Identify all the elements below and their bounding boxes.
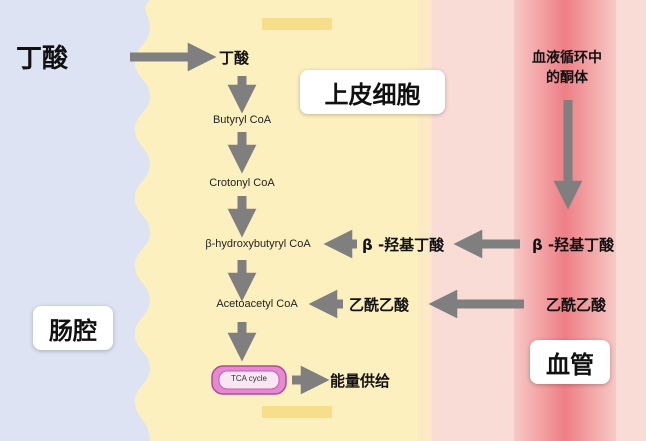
blood-label: 血管 <box>530 340 610 384</box>
lumen-label: 肠腔 <box>33 306 113 350</box>
aca-cell-label: 乙酰乙酸 <box>349 296 410 314</box>
butyryl-coa-label: Butyryl CoA <box>212 114 272 126</box>
butyrate-cell-label: 丁酸 <box>219 49 250 67</box>
junction-bottom <box>262 406 332 418</box>
blood-ketones-label: 血液循环中 的酮体 <box>532 50 602 86</box>
aca-blood-label: 乙酰乙酸 <box>546 296 607 314</box>
epithelium-text: 上皮细胞 <box>324 80 421 109</box>
bhb-blood-label: β -羟基丁酸 <box>532 236 615 254</box>
lumen-text: 肠腔 <box>49 316 97 345</box>
arrows <box>130 42 583 395</box>
acetoacetyl-coa-label: Acetoacetyl CoA <box>216 298 298 310</box>
butyrate-lumen-label: 丁酸 <box>16 44 69 74</box>
hydroxybutyryl-coa-label: β-hydroxybutyryl CoA <box>205 238 311 250</box>
crotonyl-coa-label: Crotonyl CoA <box>209 177 275 189</box>
epithelium-label: 上皮细胞 <box>300 70 445 114</box>
junction-top <box>262 18 332 30</box>
tca-cycle-label: TCA cycle <box>230 374 268 383</box>
blood-text: 血管 <box>546 350 594 379</box>
tca-pill-inner <box>218 370 280 390</box>
bhb-cell-label: β -羟基丁酸 <box>362 236 445 254</box>
energy-supply-label: 能量供给 <box>330 372 391 390</box>
